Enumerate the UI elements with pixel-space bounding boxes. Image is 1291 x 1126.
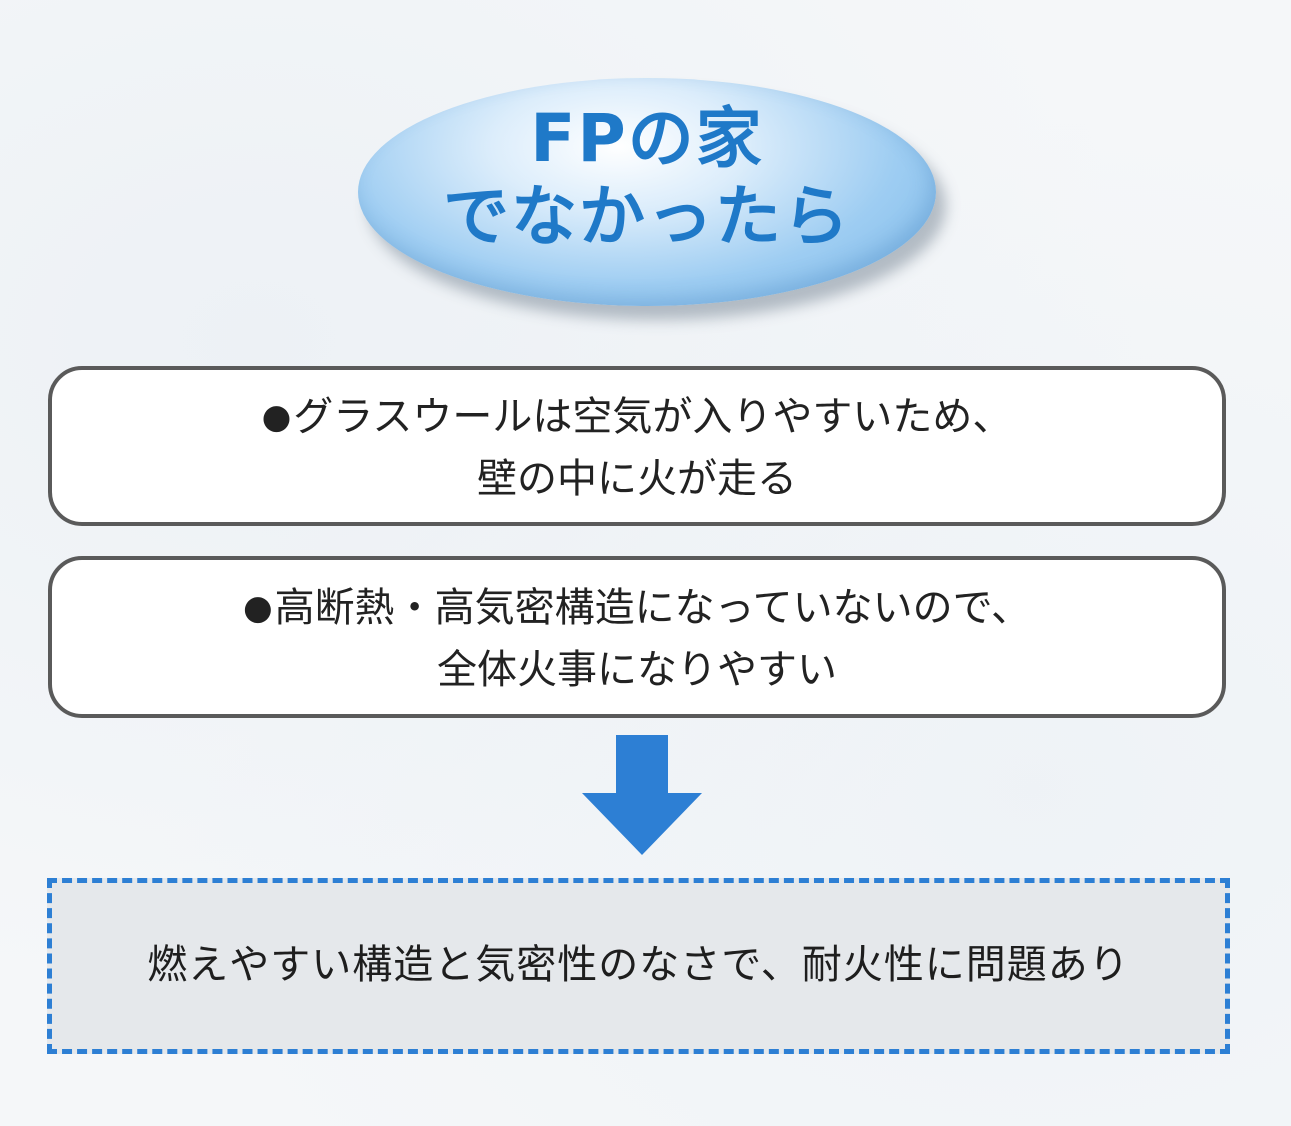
arrow-down-shape <box>582 735 702 855</box>
info-box-line-2: 全体火事になりやすい <box>437 647 837 693</box>
title-text: FPの家 でなかったら <box>358 100 936 256</box>
info-box-line-1: ●グラスウールは空気が入りやすいため、 <box>52 386 1222 448</box>
info-box-line-1: ●高断熱・高気密構造になっていないので、 <box>52 577 1222 639</box>
info-box-insulation: ●高断熱・高気密構造になっていないので、 全体火事になりやすい <box>48 556 1226 718</box>
info-box-glass-wool: ●グラスウールは空気が入りやすいため、 壁の中に火が走る <box>48 366 1226 526</box>
conclusion-box: 燃えやすい構造と気密性のなさで、耐火性に問題あり <box>47 878 1230 1054</box>
info-box-line-2: 壁の中に火が走る <box>477 456 797 502</box>
arrow-down-icon <box>582 735 702 855</box>
title-oval-badge <box>358 78 936 306</box>
conclusion-text: 燃えやすい構造と気密性のなさで、耐火性に問題あり <box>147 942 1130 988</box>
bullet-icon: ● <box>242 588 273 628</box>
bullet-icon: ● <box>261 397 292 437</box>
title-line-1: FPの家 <box>530 100 764 177</box>
title-line-2: でなかったら <box>443 178 851 255</box>
info-text: 高断熱・高気密構造になっていないので、 <box>274 585 1032 631</box>
info-text: グラスウールは空気が入りやすいため、 <box>293 394 1013 440</box>
